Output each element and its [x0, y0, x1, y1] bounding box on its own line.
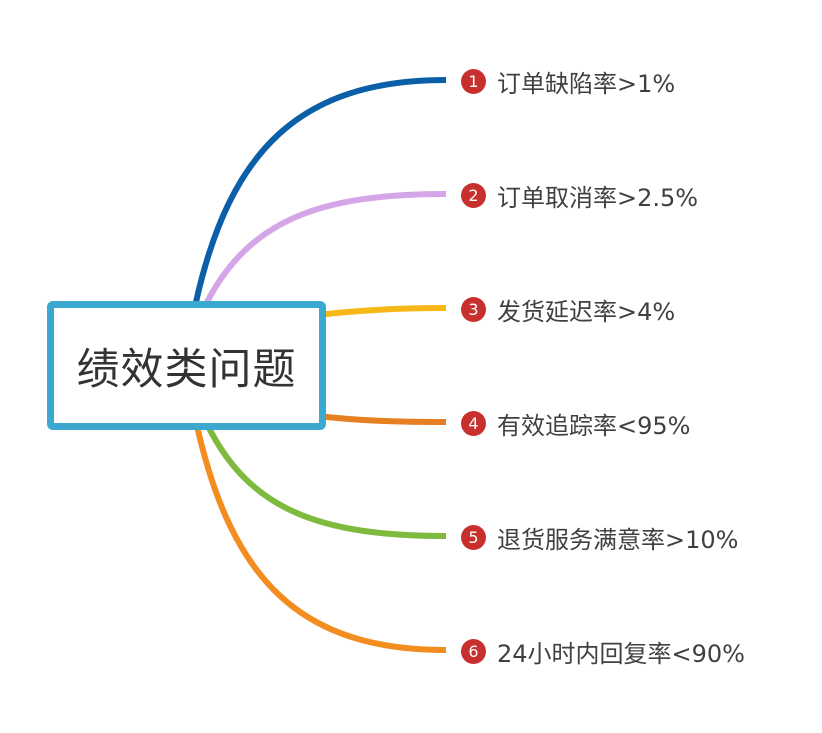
priority-2-icon: 2: [461, 182, 486, 208]
branch-topic-5[interactable]: 5 退货服务满意率>10%: [461, 522, 739, 554]
branch-topic-text: 有效追踪率<95%: [497, 411, 691, 440]
connector-4: [317, 413, 447, 425]
connector-5: [205, 424, 447, 539]
branch-topic-6[interactable]: 6 24小时内回复率<90%: [461, 636, 745, 668]
branch-topic-text: 订单取消率>2.5%: [497, 183, 699, 212]
branch-topic-2[interactable]: 2 订单取消率>2.5%: [461, 180, 699, 212]
connector-1: [193, 77, 447, 303]
priority-1-icon: 1: [461, 68, 486, 94]
connector-6: [194, 425, 447, 653]
priority-5-icon: 5: [461, 524, 486, 550]
branch-topic-1[interactable]: 1 订单缺陷率>1%: [461, 66, 676, 98]
priority-6-icon: 6: [461, 638, 486, 664]
branch-topic-4[interactable]: 4 有效追踪率<95%: [461, 408, 691, 440]
branch-topic-3[interactable]: 3 发货延迟率>4%: [461, 294, 676, 326]
central-topic[interactable]: 绩效类问题: [47, 301, 326, 430]
connector-2: [204, 191, 447, 304]
central-topic-text: 绩效类问题: [76, 344, 297, 395]
priority-4-icon: 4: [461, 410, 486, 436]
branch-topic-text: 退货服务满意率>10%: [497, 525, 739, 554]
branch-topic-text: 发货延迟率>4%: [497, 297, 676, 326]
branch-topic-text: 24小时内回复率<90%: [497, 639, 745, 668]
priority-3-icon: 3: [461, 296, 486, 322]
branch-topic-text: 订单缺陷率>1%: [497, 69, 676, 98]
connector-3: [317, 305, 447, 318]
